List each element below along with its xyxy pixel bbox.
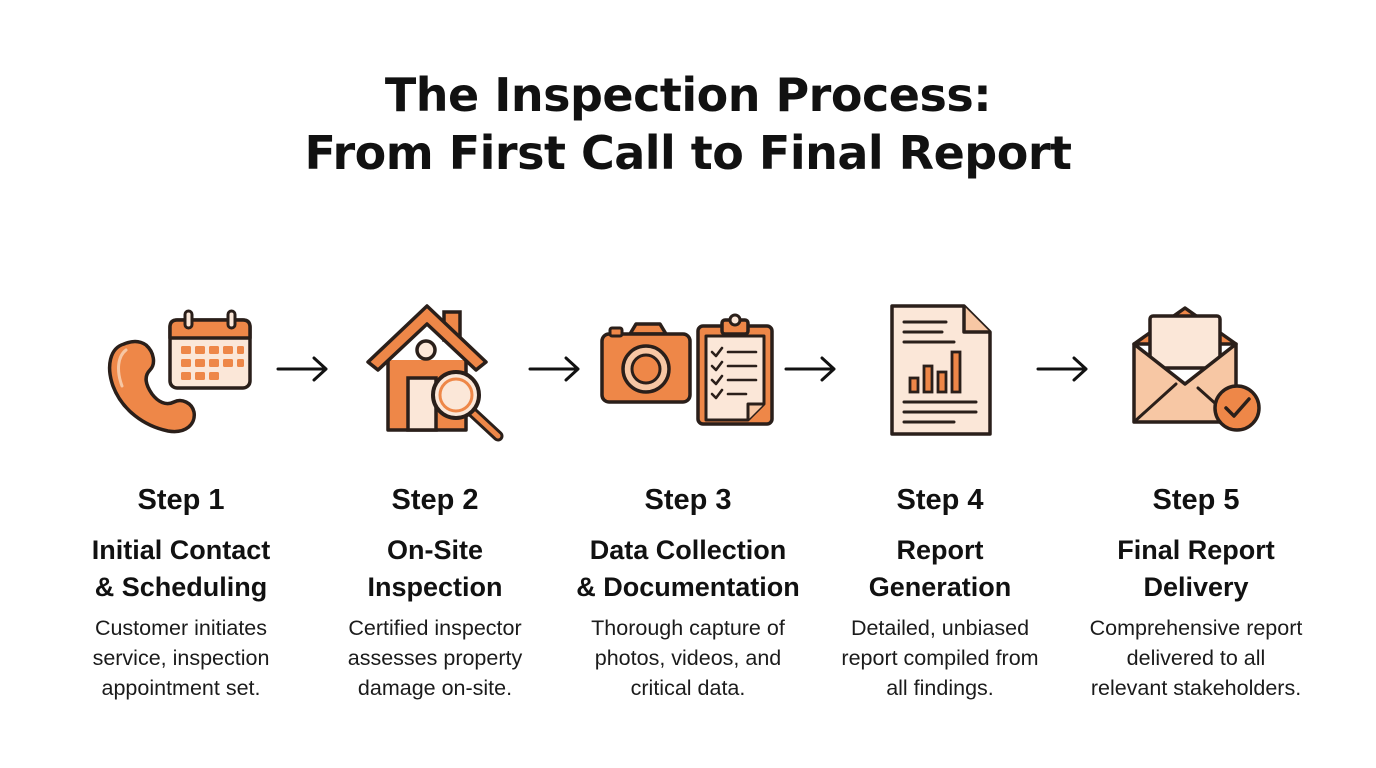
step-1-icon-group xyxy=(96,298,276,448)
step-title: Data Collection & Documentation xyxy=(576,535,800,602)
calendar-icon xyxy=(168,309,252,390)
step-description: Comprehensive report delivered to all re… xyxy=(1089,616,1303,700)
step-description: Detailed, unbiased report compiled from … xyxy=(841,616,1039,700)
title-line-1: The Inspection Process: xyxy=(384,68,992,122)
step-3-icon-group xyxy=(598,298,778,448)
magnifier-icon xyxy=(431,370,504,442)
report-chart-icon xyxy=(890,304,992,436)
step-4: Step 4 Report Generation Detailed, unbia… xyxy=(815,480,1065,703)
step-title: On-Site Inspection xyxy=(367,535,503,602)
step-title: Final Report Delivery xyxy=(1117,535,1275,602)
clipboard-checklist-icon xyxy=(696,313,774,426)
step-description: Customer initiates service, inspection a… xyxy=(92,616,270,700)
step-title: Initial Contact & Scheduling xyxy=(91,535,271,602)
camera-icon xyxy=(600,322,692,404)
step-description: Thorough capture of photos, videos, and … xyxy=(591,616,785,700)
step-5-icon-group xyxy=(1104,298,1284,448)
arrow-right-icon xyxy=(784,355,838,383)
house-magnifier-icon xyxy=(366,304,504,442)
step-title: Report Generation xyxy=(868,535,1012,602)
step-2: Step 2 On-Site Inspection Certified insp… xyxy=(310,480,560,703)
step-number: Step 5 xyxy=(1152,484,1240,516)
page-title: The Inspection Process: From First Call … xyxy=(0,66,1376,182)
title-line-2: From First Call to Final Report xyxy=(304,126,1072,180)
arrow-right-icon xyxy=(1036,355,1090,383)
camera-clipboard-icon xyxy=(600,313,774,426)
step-number: Step 2 xyxy=(391,484,479,516)
step-number: Step 4 xyxy=(896,484,984,516)
checkmark-icon xyxy=(1213,384,1261,432)
step-description: Certified inspector assesses property da… xyxy=(347,616,523,700)
step-4-icon-group xyxy=(850,298,1030,448)
step-5: Step 5 Final Report Delivery Comprehensi… xyxy=(1071,480,1321,703)
step-1: Step 1 Initial Contact & Scheduling Cust… xyxy=(56,480,306,703)
envelope-check-icon xyxy=(1132,306,1261,432)
step-3: Step 3 Data Collection & Documentation T… xyxy=(563,480,813,703)
step-number: Step 3 xyxy=(644,484,732,516)
phone-icon xyxy=(107,339,196,434)
arrow-right-icon xyxy=(528,355,582,383)
envelope-icon xyxy=(1132,306,1238,424)
step-number: Step 1 xyxy=(137,484,225,516)
step-2-icon-group xyxy=(350,298,530,448)
phone-calendar-icon xyxy=(107,309,252,434)
arrow-right-icon xyxy=(276,355,330,383)
